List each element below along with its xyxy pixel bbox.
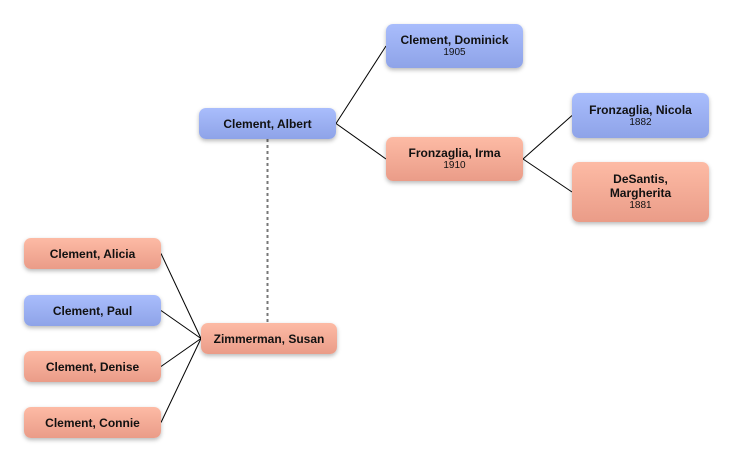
parent-link-connie-susan <box>160 338 202 423</box>
person-name: DeSantis, Margherita <box>609 172 672 200</box>
parent-link-albert-dominick <box>335 45 387 124</box>
person-name: Clement, Connie <box>45 415 140 430</box>
person-birth-year: 1881 <box>629 200 652 211</box>
person-node-paul[interactable]: Clement, Paul <box>24 295 161 326</box>
person-node-denise[interactable]: Clement, Denise <box>24 351 161 382</box>
person-name: Clement, Paul <box>52 303 133 318</box>
person-node-dominick[interactable]: Clement, Dominick 1905 <box>386 24 523 68</box>
parent-link-alicia-susan <box>160 253 202 339</box>
parent-link-denise-susan <box>160 338 202 367</box>
person-name: Fronzaglia, Nicola <box>589 102 692 117</box>
person-name: Clement, Denise <box>45 359 140 374</box>
parent-link-irma-nicola <box>522 115 573 160</box>
person-node-susan[interactable]: Zimmerman, Susan <box>201 323 337 354</box>
person-name: Clement, Albert <box>223 116 312 131</box>
person-name: Zimmerman, Susan <box>213 331 325 346</box>
person-birth-year: 1905 <box>443 47 466 58</box>
person-node-irma[interactable]: Fronzaglia, Irma 1910 <box>386 137 523 181</box>
person-node-albert[interactable]: Clement, Albert <box>199 108 336 139</box>
person-birth-year: 1910 <box>443 160 466 171</box>
person-node-alicia[interactable]: Clement, Alicia <box>24 238 161 269</box>
parent-link-albert-irma <box>335 123 387 160</box>
person-name: Fronzaglia, Irma <box>408 146 501 160</box>
person-node-nicola[interactable]: Fronzaglia, Nicola 1882 <box>572 93 709 138</box>
parent-link-irma-margherita <box>522 158 573 193</box>
parent-link-paul-susan <box>160 310 202 339</box>
person-name: Clement, Alicia <box>49 246 136 261</box>
person-node-margherita[interactable]: DeSantis, Margherita 1881 <box>572 162 709 222</box>
person-birth-year: 1882 <box>629 116 652 128</box>
person-node-connie[interactable]: Clement, Connie <box>24 407 161 438</box>
person-name: Clement, Dominick <box>400 33 509 47</box>
